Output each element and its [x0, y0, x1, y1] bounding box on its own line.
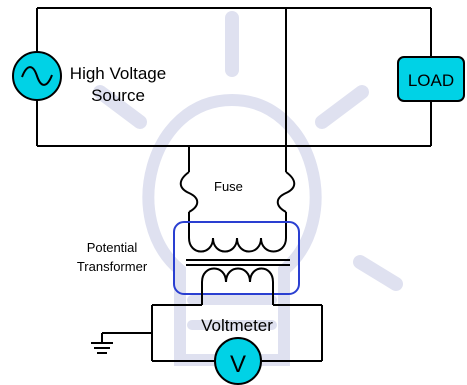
- main-circuit-wires: [36, 7, 432, 172]
- potential-transformer: [173, 221, 300, 295]
- ac-source-icon: [12, 51, 62, 101]
- fuse-label: Fuse: [214, 179, 243, 194]
- meter-icon: V: [214, 337, 262, 385]
- ground-icon: [91, 342, 113, 354]
- pt-label-line2: Transformer: [77, 259, 148, 274]
- pt-label-line1: Potential: [87, 240, 138, 255]
- voltmeter-wires: [101, 291, 323, 362]
- source-label-line1: High Voltage: [70, 64, 166, 83]
- source-label-line2: Source: [91, 86, 145, 105]
- meter-symbol: V: [230, 351, 246, 378]
- load-box: LOAD: [397, 56, 465, 102]
- load-label: LOAD: [408, 71, 454, 90]
- voltmeter-label: Voltmeter: [201, 316, 273, 335]
- lightbulb-watermark: [93, 11, 403, 366]
